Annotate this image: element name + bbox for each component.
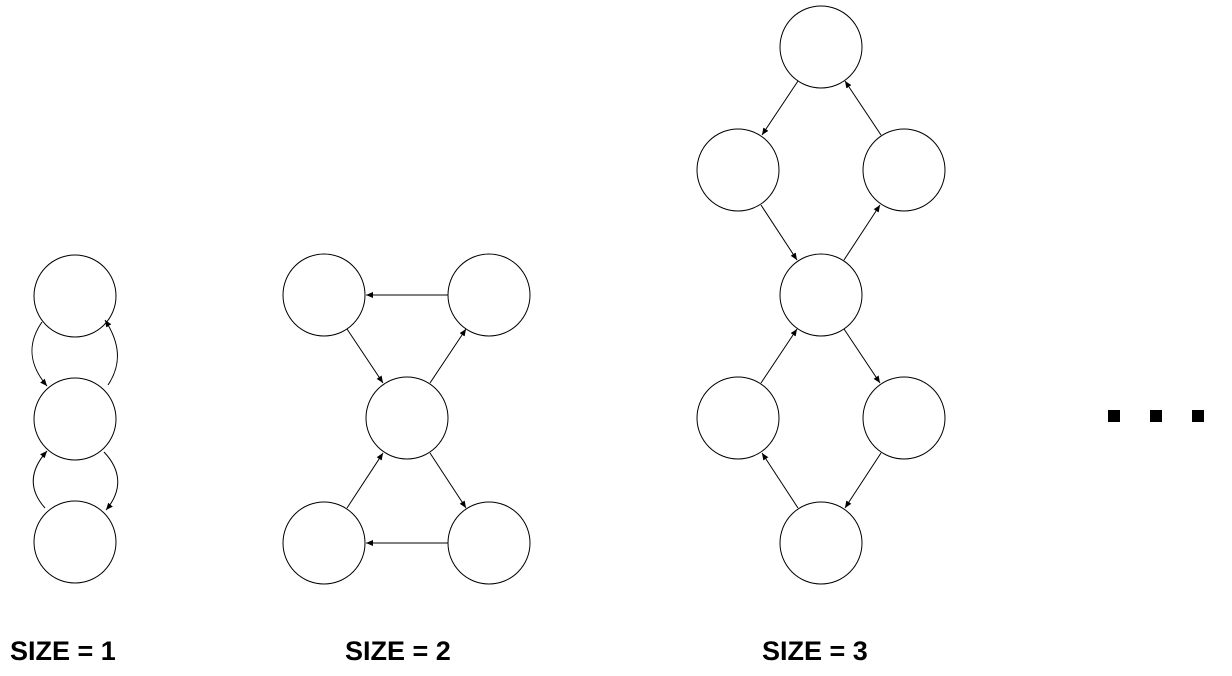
edge-arrow [346,452,384,509]
ellipsis-icon [1104,410,1214,430]
node [779,5,863,89]
node [33,254,117,338]
size-3-label: SIZE = 3 [762,636,868,666]
node [447,501,531,585]
node [282,501,366,585]
node [779,501,863,585]
edge-arrow [761,452,799,509]
ellipsis-dot [1150,410,1162,422]
node [33,377,117,461]
edge-arrow [31,321,48,387]
node [696,376,780,460]
edge-arrow [843,204,881,261]
edge-arrow [760,328,798,384]
edge-arrow [104,319,118,386]
edge-arrow [844,80,882,136]
edge-arrow [843,328,881,384]
node [862,128,946,212]
edge-arrow [429,452,467,509]
graph-size-3 [696,5,946,585]
edge-arrow [844,452,882,509]
ellipsis-dot [1108,410,1120,422]
graph-size-1 [31,254,119,584]
edge-arrow [346,328,384,384]
edge-arrow [761,80,799,136]
node [779,253,863,337]
node [365,376,449,460]
node [447,253,531,337]
size-1-label: SIZE = 1 [10,636,116,666]
node [696,128,780,212]
node [33,500,117,584]
edge-arrow [429,328,467,384]
edge-arrow [103,451,119,511]
graph-size-2 [282,253,531,585]
node [282,253,366,337]
node [862,376,946,460]
edge-arrow [32,450,48,509]
ellipsis-dot [1192,410,1204,422]
size-2-label: SIZE = 2 [345,636,451,666]
edge-arrow [760,204,798,261]
